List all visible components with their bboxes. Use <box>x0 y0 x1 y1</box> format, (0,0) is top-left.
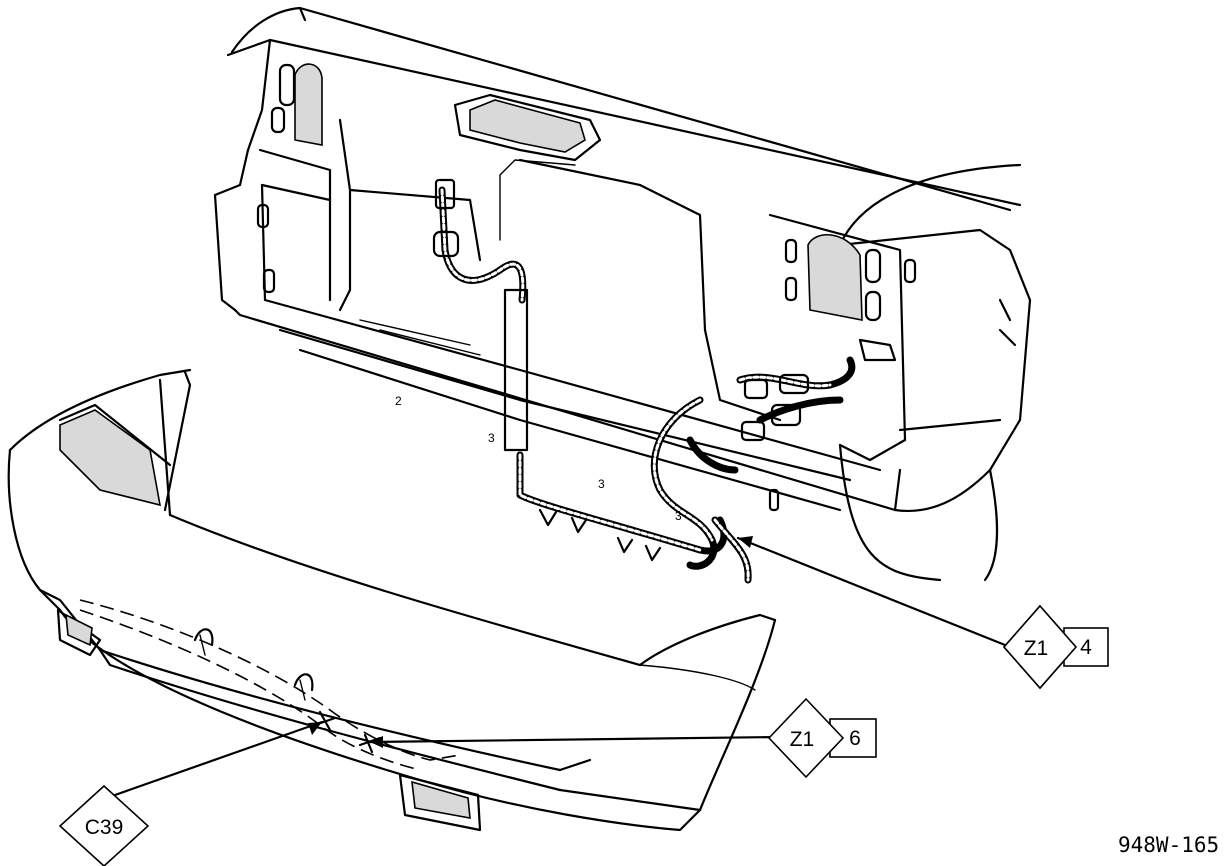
connector-icon <box>432 230 460 258</box>
connector-icon <box>778 373 810 395</box>
part-mark: 2 <box>395 394 402 408</box>
connector-icon <box>434 178 456 210</box>
callout-z1-6: Z1 6 <box>767 697 877 779</box>
connector-icon <box>770 403 802 427</box>
bumper-fascia <box>7 368 777 832</box>
rear-body-panel <box>213 6 1032 582</box>
callout-c39-label: C39 <box>85 816 124 839</box>
callout-c39: C39 <box>58 784 150 866</box>
callout-z1-box-label: 6 <box>849 727 861 750</box>
part-marks: 2 3 3 3 <box>395 394 682 523</box>
callout-z1-diamond-label: Z1 <box>790 728 815 751</box>
connector-icon <box>740 420 766 442</box>
part-mark: 3 <box>488 431 495 445</box>
figure-id: 948W-165 <box>1118 833 1219 857</box>
callout-z1-box-label: 4 <box>1080 636 1092 659</box>
part-mark: 3 <box>675 509 682 523</box>
part-mark: 3 <box>598 477 605 491</box>
leader-lines <box>113 536 1012 797</box>
wiring-harness <box>432 159 856 584</box>
callout-z1-diamond-label: Z1 <box>1024 637 1049 660</box>
callout-z1-4: Z1 4 <box>1002 604 1109 690</box>
connector-icon <box>743 378 769 400</box>
